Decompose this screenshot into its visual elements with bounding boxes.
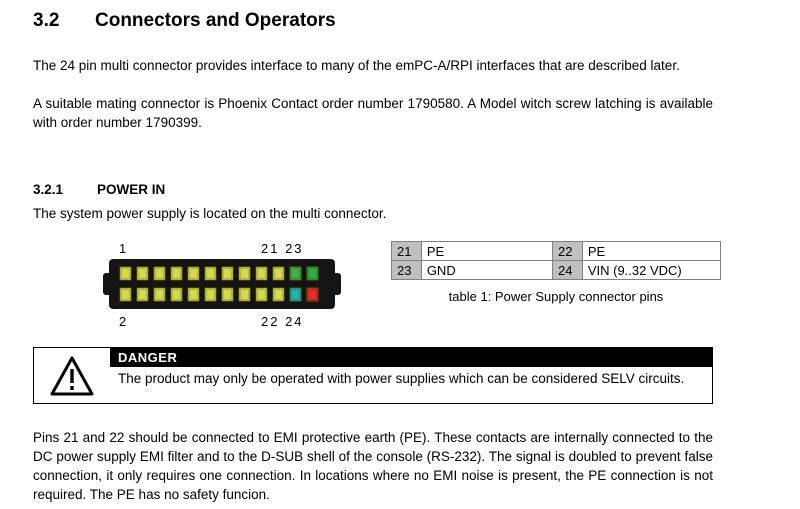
subsection-title: POWER IN [97,182,166,197]
danger-text: The product may only be operated with po… [118,371,685,386]
table-row: 23 GND 24 VIN (9..32 VDC) [391,260,722,280]
pin-number-cell: 24 [552,260,583,280]
connector-pin-5 [153,266,166,281]
section-title: Connectors and Operators [95,10,336,31]
warning-triangle-icon [34,348,110,403]
intro-paragraph-1: The 24 pin multi connector provides inte… [33,58,680,73]
figure-row: 1 21 23 2 22 24 21 PE 22 PE [33,241,722,329]
closing-paragraph: Pins 21 and 22 should be connected to EM… [33,430,713,502]
connector-pin-9 [187,266,200,281]
section-heading: 3.2 Connectors and Operators [33,10,713,32]
connector-pin-6 [153,287,166,302]
danger-title: DANGER [110,348,712,367]
connector-pin-13 [221,266,234,281]
connector-pin-7 [170,266,183,281]
danger-content: DANGER The product may only be operated … [110,348,712,403]
connector-pin-20 [272,287,285,302]
connector-pin-4 [136,287,149,302]
connector-pin-3 [136,266,149,281]
connector-label-pin2: 2 [119,314,127,329]
pin-signal-cell: PE [581,241,722,261]
danger-box: DANGER The product may only be operated … [33,347,713,404]
connector-pin-1 [119,266,132,281]
connector-pin-17 [255,266,268,281]
connector-pin-8 [170,287,183,302]
page-content: 3.2 Connectors and Operators The 24 pin m… [33,10,722,504]
connector-pin-14 [221,287,234,302]
connector-pin-15 [238,266,251,281]
connector-top-row [119,266,325,281]
pin-number-cell: 22 [552,241,583,261]
connector-diagram: 1 21 23 2 22 24 [103,241,355,329]
pin-signal-cell: VIN (9..32 VDC) [581,260,722,280]
subsection-heading: 3.2.1 POWER IN [33,182,713,197]
power-pin-table-wrap: 21 PE 22 PE 23 GND 24 VIN (9..32 VDC) [391,241,722,304]
connector-pin-10 [187,287,200,302]
section-number: 3.2 [33,10,60,31]
connector-label-pin1: 1 [119,241,127,256]
pin-signal-cell: GND [420,260,554,280]
connector-body [103,259,341,309]
connector-pin-12 [204,287,217,302]
pin-signal-cell: PE [420,241,554,261]
subsection-intro: The system power supply is located on th… [33,206,387,221]
connector-pin-24 [306,287,319,302]
connector-label-bottom-right: 22 24 [261,314,304,329]
connector-pin-23 [306,266,319,281]
subsection-number: 3.2.1 [33,182,64,197]
connector-pin-21 [289,266,302,281]
connector-label-top-right: 21 23 [261,241,304,256]
connector-pin-18 [255,287,268,302]
table-row: 21 PE 22 PE [391,241,722,261]
power-pin-table: 21 PE 22 PE 23 GND 24 VIN (9..32 VDC) [391,241,722,280]
pin-number-cell: 21 [391,241,422,261]
connector-pin-11 [204,266,217,281]
connector-bottom-row [119,287,325,302]
pin-number-cell: 23 [391,260,422,280]
table-caption: table 1: Power Supply connector pins [448,289,664,304]
intro-paragraph-2: A suitable mating connector is Phoenix C… [33,96,713,130]
connector-pin-16 [238,287,251,302]
connector-pin-2 [119,287,132,302]
connector-pin-22 [289,287,302,302]
connector-pin-19 [272,266,285,281]
